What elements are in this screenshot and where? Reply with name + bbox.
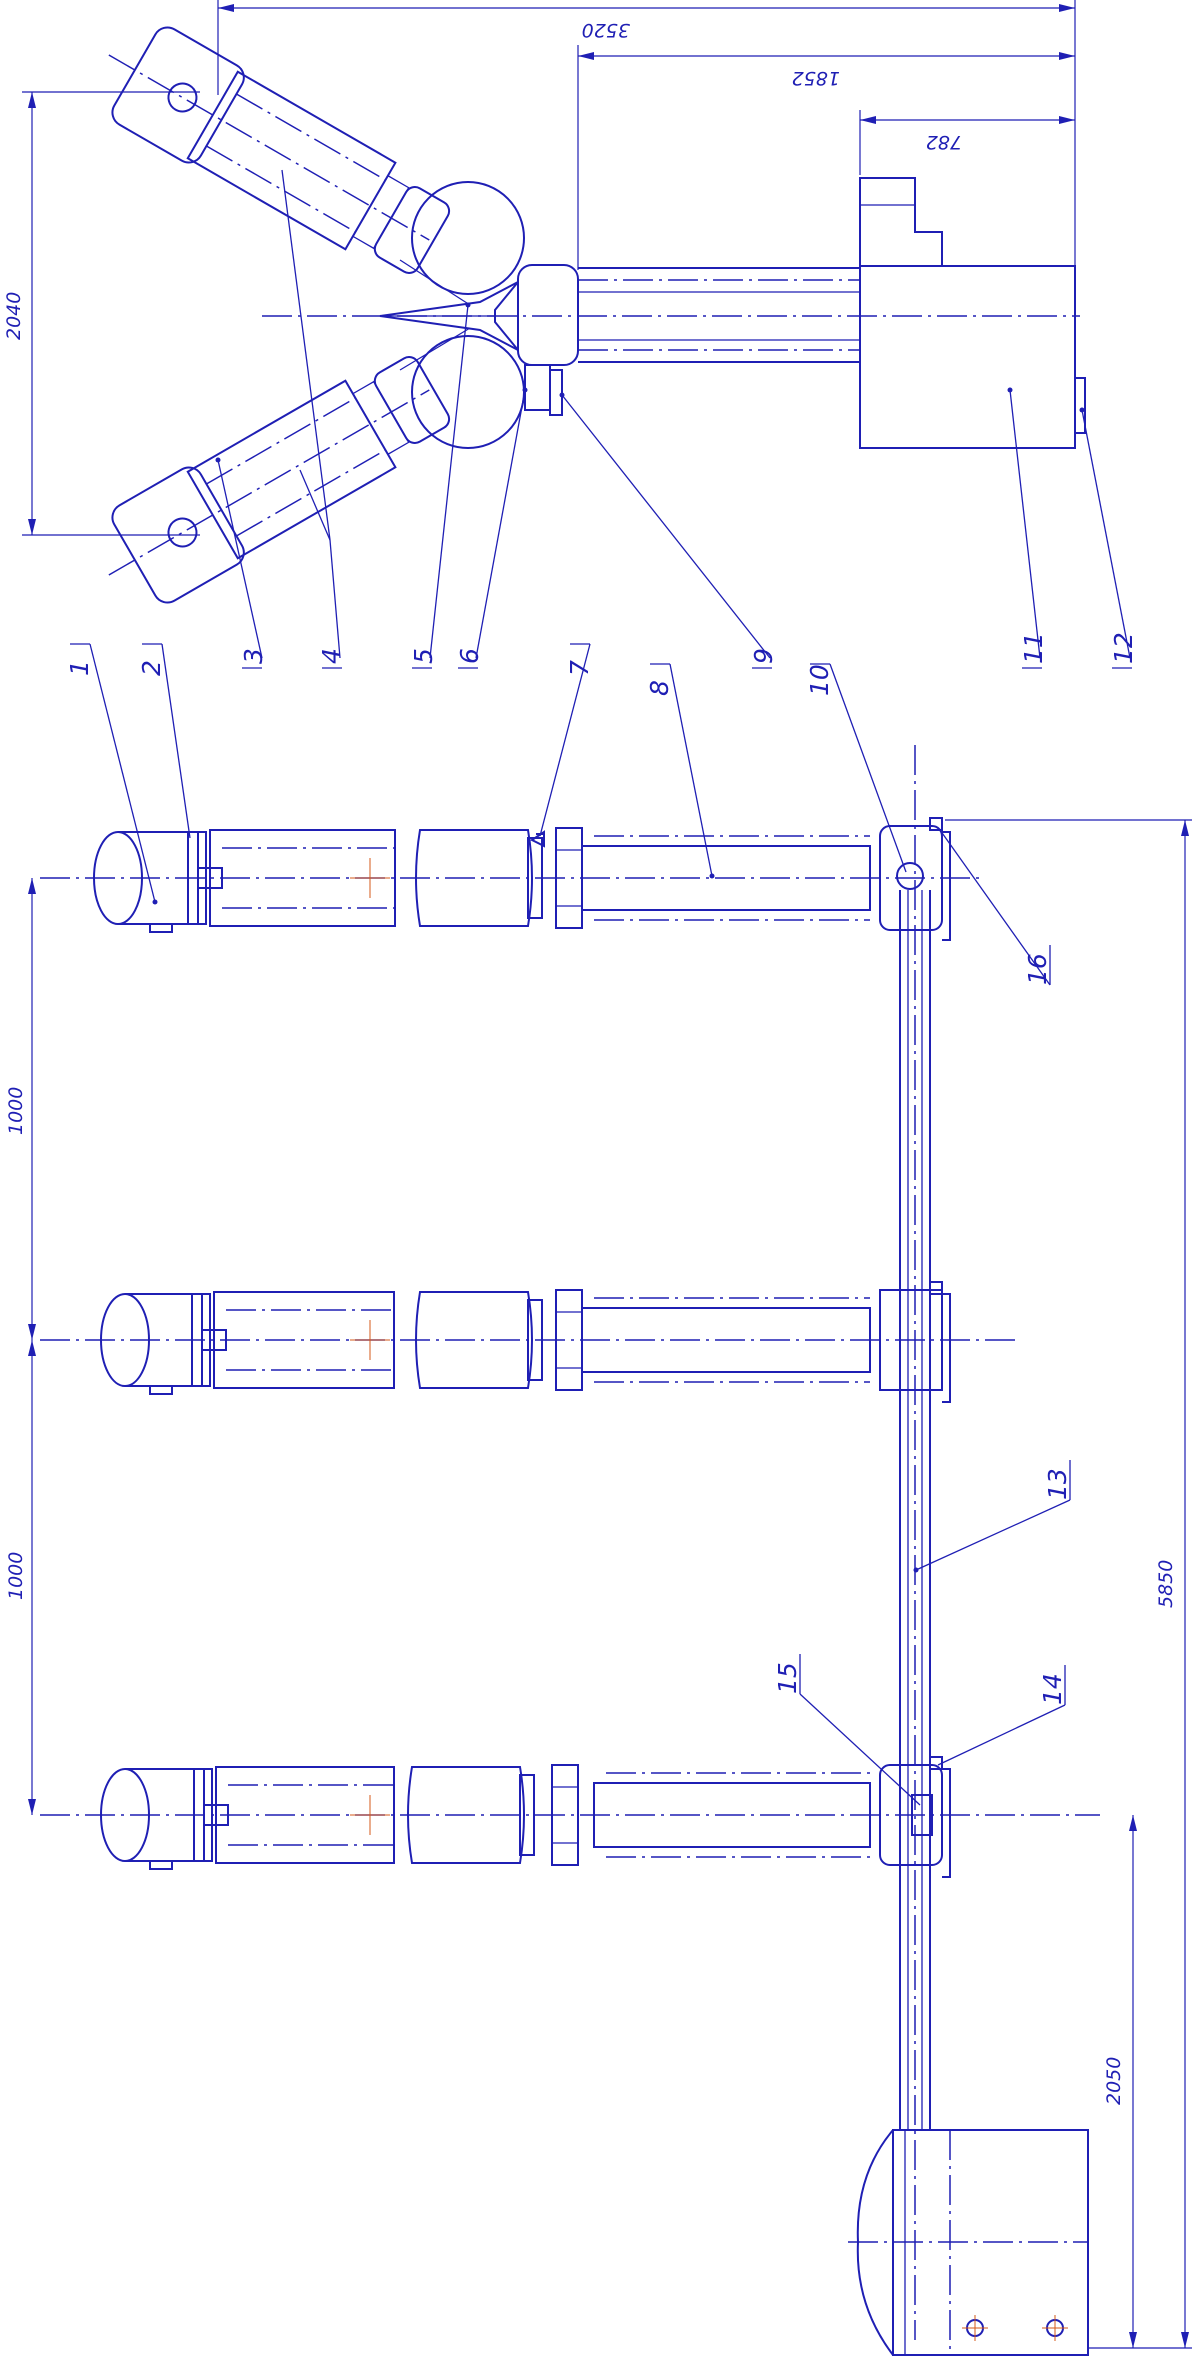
small-bracket xyxy=(549,369,563,416)
hub-clamp xyxy=(524,364,551,411)
y-joint xyxy=(379,281,519,351)
callout-9: 9 xyxy=(559,392,778,669)
callout-15: 15 xyxy=(773,1654,921,1806)
callout-label-2: 2 xyxy=(137,660,166,676)
dimension-label-3520: 3520 xyxy=(582,19,630,41)
callout-label-12: 12 xyxy=(1109,632,1138,664)
base-block xyxy=(859,265,1076,449)
dimension-782: 782 xyxy=(859,110,1075,175)
callout-label-6: 6 xyxy=(455,648,484,664)
callout-label-13: 13 xyxy=(1043,1468,1072,1500)
upper-ball-joint xyxy=(411,181,525,295)
column-1-bracket xyxy=(879,825,943,931)
callout-label-1: 1 xyxy=(65,660,94,676)
callout-label-16: 16 xyxy=(1023,953,1052,985)
lower-arm-cylinder xyxy=(186,379,397,560)
column-2-bracket xyxy=(879,1289,943,1391)
main-beam xyxy=(899,745,931,2340)
callouts: 3 4 5 6 9 xyxy=(65,169,1138,1806)
column-2-cylinder xyxy=(213,1291,395,1389)
callout-label-4: 4 xyxy=(317,648,346,664)
base-end-plate xyxy=(1074,377,1086,434)
callout-label-3: 3 xyxy=(239,648,268,664)
column-3 xyxy=(40,1756,1100,1878)
callout-label-10: 10 xyxy=(805,664,834,696)
callout-7: 7 xyxy=(539,643,594,837)
bottom-base-unit xyxy=(848,2129,1089,2356)
callout-6: 6 xyxy=(455,387,528,669)
callout-11: 11 xyxy=(1007,387,1048,669)
callout-16: 16 xyxy=(939,829,1052,986)
callout-14: 14 xyxy=(937,1665,1067,1766)
callout-5: 5 xyxy=(409,302,471,669)
callout-label-9: 9 xyxy=(749,648,778,664)
dimension-label-2040: 2040 xyxy=(3,292,25,340)
hub xyxy=(517,264,579,366)
callout-4: 4 xyxy=(281,169,346,669)
callout-2: 2 xyxy=(137,643,191,839)
callout-12: 12 xyxy=(1079,407,1138,669)
column-3-bracket xyxy=(879,1764,943,1866)
dimension-label-1000-lower: 1000 xyxy=(5,1552,27,1600)
callout-1: 1 xyxy=(65,643,158,905)
callout-label-8: 8 xyxy=(645,680,674,696)
dimension-1852: 1852 xyxy=(577,45,1075,270)
column-1-cylinder xyxy=(209,829,396,927)
dimension-label-5850: 5850 xyxy=(1155,1560,1177,1608)
dimension-label-782: 782 xyxy=(926,131,962,153)
column-2-pipe xyxy=(581,1307,871,1373)
callout-13: 13 xyxy=(913,1460,1072,1573)
callout-label-14: 14 xyxy=(1038,1673,1067,1705)
dimension-1000-upper: 1000 xyxy=(5,878,36,1340)
dimension-2050: 2050 xyxy=(1103,1815,1137,2348)
column-1 xyxy=(40,817,985,941)
callout-label-15: 15 xyxy=(773,1662,802,1694)
upper-arm-cylinder xyxy=(186,70,397,251)
callout-label-5: 5 xyxy=(409,648,438,664)
column-1-collar xyxy=(527,837,543,919)
lower-ball-joint xyxy=(411,335,525,449)
column-3-cylinder xyxy=(215,1766,395,1864)
column-3-pipe xyxy=(593,1782,871,1848)
top-view: 3520 1852 782 2040 xyxy=(3,0,1086,604)
callout-10: 10 xyxy=(805,663,907,873)
dimension-label-2050: 2050 xyxy=(1103,2057,1125,2105)
column-1-pipe xyxy=(581,845,871,911)
dimension-label-1852: 1852 xyxy=(792,67,840,89)
column-2 xyxy=(40,1281,1015,1403)
callout-label-11: 11 xyxy=(1019,632,1048,664)
dimension-1000-lower: 1000 xyxy=(5,1340,36,1815)
dimension-label-1000-upper: 1000 xyxy=(5,1087,27,1135)
dimension-3520: 3520 xyxy=(217,0,1076,270)
callout-3: 3 xyxy=(215,457,268,669)
upper-arm-head xyxy=(111,26,245,164)
dimension-5850: 5850 xyxy=(945,819,1192,2349)
front-view: 1000 1000 5850 2050 xyxy=(5,745,1192,2356)
callout-8: 8 xyxy=(645,663,715,879)
base-lugs xyxy=(859,177,943,266)
callout-label-7: 7 xyxy=(565,660,594,676)
dimension-2040: 2040 xyxy=(3,91,200,536)
